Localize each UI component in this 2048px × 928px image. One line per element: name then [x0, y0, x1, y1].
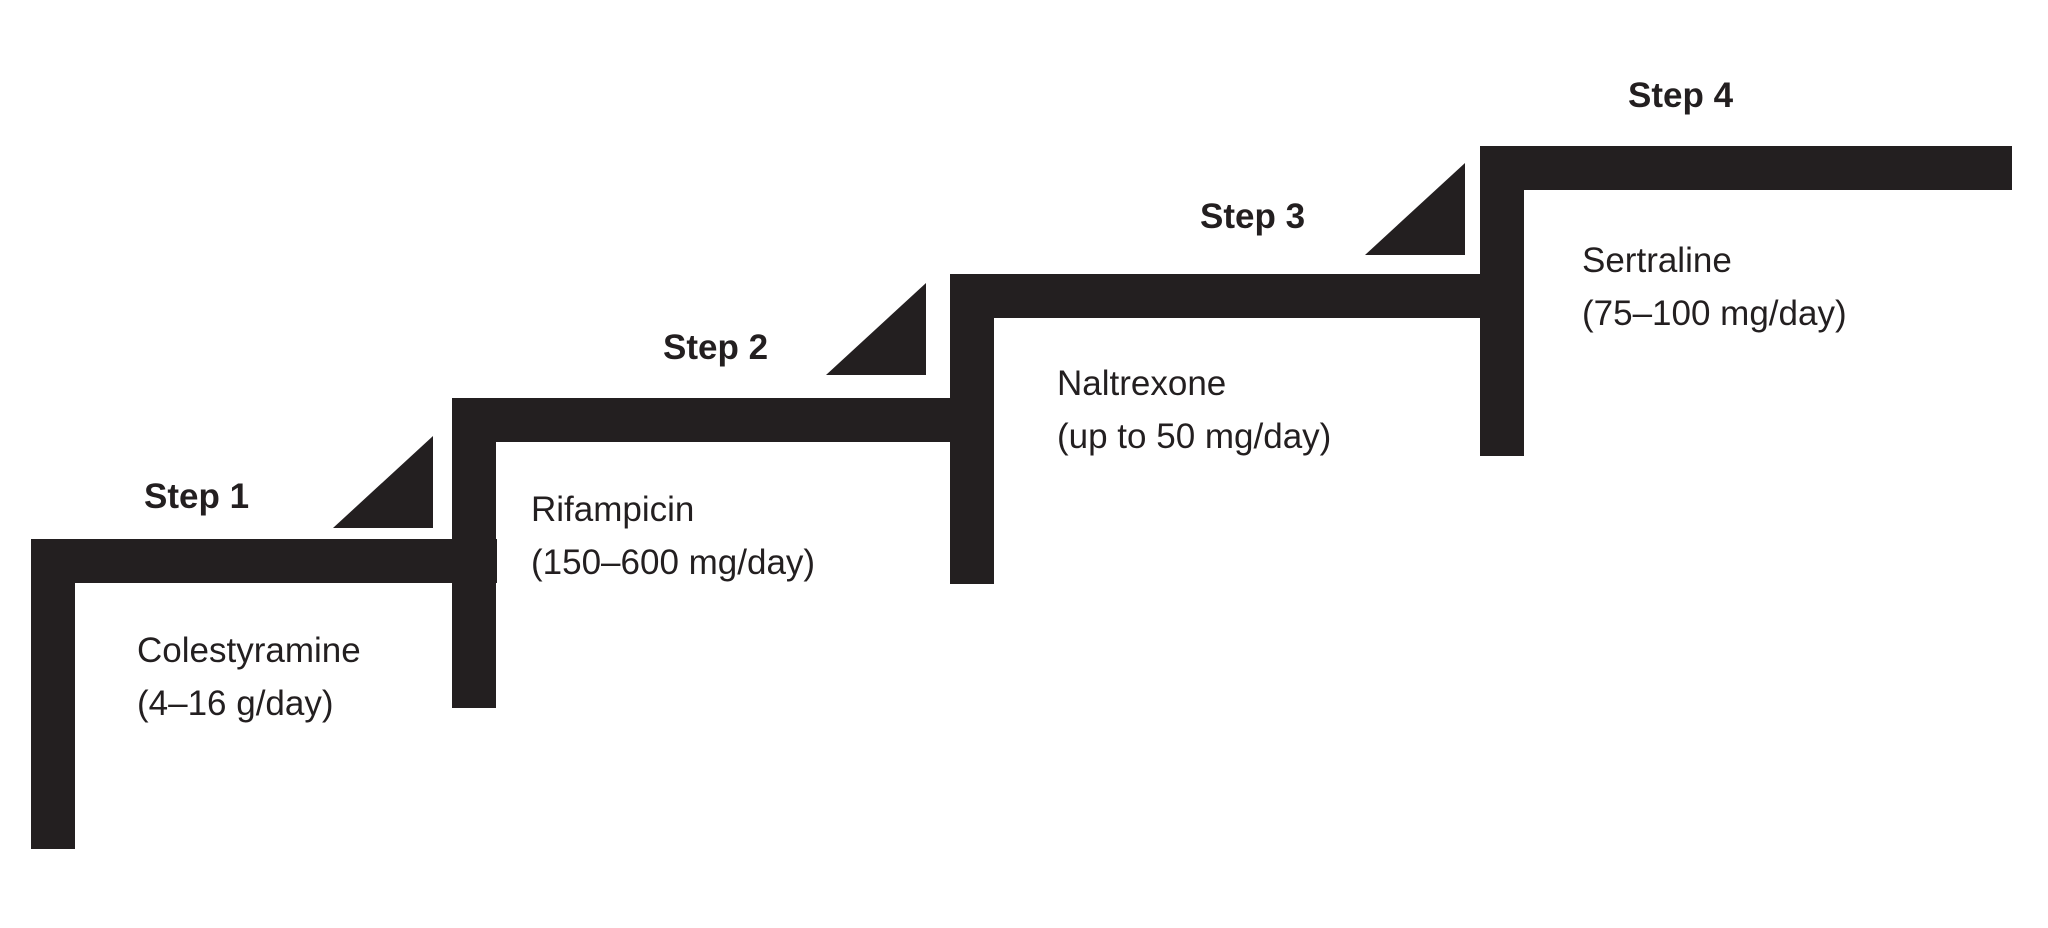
step-1-drug: Colestyramine (4–16 g/day) — [137, 624, 361, 730]
step-2-wedge-icon — [826, 283, 926, 375]
step-4-label: Step 4 — [1628, 76, 1734, 115]
step-3-wedge-icon — [1365, 163, 1465, 255]
step-3-drug-name: Naltrexone — [1057, 364, 1227, 403]
step-1-drug-dose: (4–16 g/day) — [137, 684, 334, 723]
step-3-drug-dose: (up to 50 mg/day) — [1057, 417, 1332, 456]
step-2-tread — [452, 398, 993, 442]
step-3-riser — [950, 274, 994, 584]
step-1-drug-name: Colestyramine — [137, 631, 361, 670]
step-4-drug-dose: (75–100 mg/day) — [1582, 294, 1847, 333]
step-2-riser — [452, 398, 496, 708]
step-4-drug-name: Sertraline — [1582, 241, 1732, 280]
step-4-tread — [1480, 146, 2012, 190]
step-2-label: Step 2 — [663, 328, 769, 367]
step-3-label: Step 3 — [1200, 197, 1306, 236]
step-1-wedge-icon — [333, 436, 433, 528]
step-3-drug: Naltrexone (up to 50 mg/day) — [1057, 357, 1331, 463]
step-4-riser — [1480, 146, 1524, 456]
step-2-drug-dose: (150–600 mg/day) — [531, 543, 816, 582]
step-1-riser — [31, 539, 75, 849]
step-1-tread — [31, 539, 497, 583]
step-2-drug-name: Rifampicin — [531, 490, 695, 529]
step-3-tread — [950, 274, 1481, 318]
step-1-label: Step 1 — [144, 477, 250, 516]
step-2-drug: Rifampicin (150–600 mg/day) — [531, 483, 815, 589]
step-4-drug: Sertraline (75–100 mg/day) — [1582, 234, 1847, 340]
